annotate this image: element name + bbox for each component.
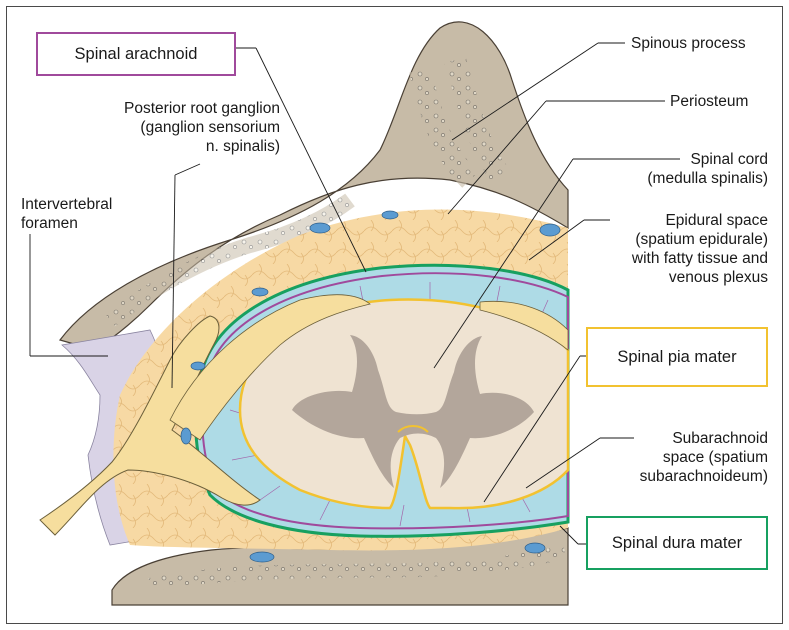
spinal-arachnoid-text: Spinal arachnoid <box>75 45 198 64</box>
spinous-process-label: Spinous process <box>631 34 746 53</box>
posterior-root-ganglion-line2: (ganglion sensorium <box>60 118 280 137</box>
spinous-process-text: Spinous process <box>631 35 746 52</box>
spinal-pia-mater-label: Spinal pia mater <box>586 327 768 387</box>
posterior-root-ganglion-line3: n. spinalis) <box>60 137 280 156</box>
periosteum-text: Periosteum <box>670 93 748 110</box>
spinal-cord-line2: (medulla spinalis) <box>600 169 768 188</box>
subarachnoid-space-line2: space (spatium <box>600 448 768 467</box>
epidural-space-line3: with fatty tissue and <box>588 249 768 268</box>
epidural-space-line4: venous plexus <box>588 268 768 287</box>
intervertebral-foramen-label: Intervertebral foramen <box>21 195 112 233</box>
spinal-cord-line1: Spinal cord <box>600 150 768 169</box>
spinal-cord-label: Spinal cord (medulla spinalis) <box>600 150 768 188</box>
spinal-arachnoid-label: Spinal arachnoid <box>36 32 236 76</box>
posterior-root-ganglion-line1: Posterior root ganglion <box>60 99 280 118</box>
spinal-dura-mater-text: Spinal dura mater <box>612 534 742 553</box>
intervertebral-foramen-line1: Intervertebral <box>21 195 112 214</box>
epidural-space-label: Epidural space (spatium epidurale) with … <box>588 211 768 287</box>
spinal-pia-mater-text: Spinal pia mater <box>617 348 736 367</box>
epidural-space-line1: Epidural space <box>588 211 768 230</box>
epidural-space-line2: (spatium epidurale) <box>588 230 768 249</box>
subarachnoid-space-line3: subarachnoideum) <box>600 467 768 486</box>
periosteum-label: Periosteum <box>670 92 748 111</box>
spinal-dura-mater-label: Spinal dura mater <box>586 516 768 570</box>
posterior-root-ganglion-label: Posterior root ganglion (ganglion sensor… <box>60 99 280 156</box>
intervertebral-foramen-line2: foramen <box>21 214 112 233</box>
subarachnoid-space-label: Subarachnoid space (spatium subarachnoid… <box>600 429 768 486</box>
subarachnoid-space-line1: Subarachnoid <box>600 429 768 448</box>
